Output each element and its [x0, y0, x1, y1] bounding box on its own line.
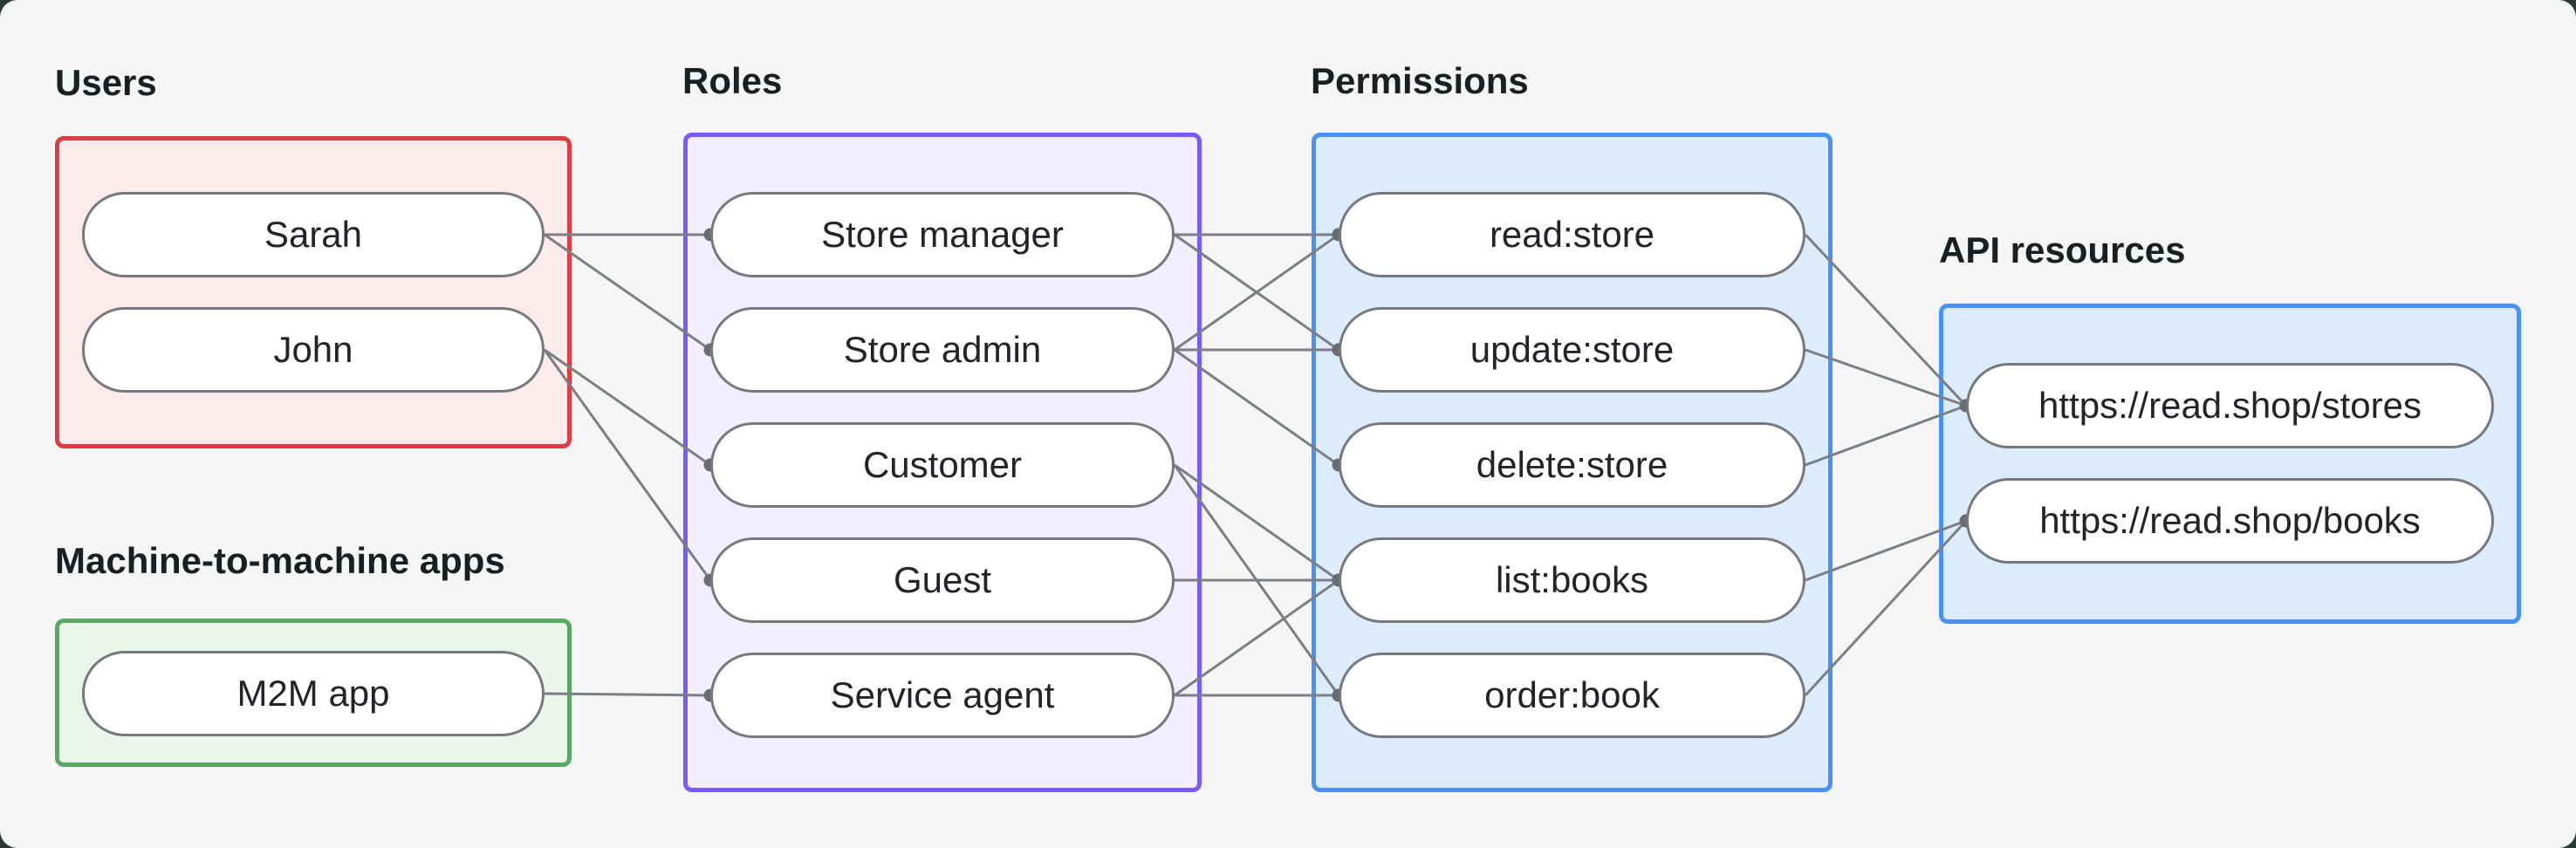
node-label: Guest: [893, 559, 992, 600]
node-pill-read-store: read:store: [1339, 192, 1805, 277]
node-pill-books-api: https://read.shop/books: [1966, 478, 2494, 564]
node-column-permissions: read:store update:store delete:store list:b…: [1312, 133, 1833, 792]
node-label: delete:store: [1476, 444, 1668, 485]
node-label: read:store: [1489, 214, 1655, 255]
node-label: order:book: [1484, 674, 1660, 715]
group-label-m2m-apps: Machine-to-machine apps: [55, 540, 505, 581]
group-box-users: [55, 136, 572, 448]
node-label: Customer: [862, 444, 1023, 485]
node-label: update:store: [1470, 329, 1675, 370]
group-label-roles: Roles: [682, 60, 783, 101]
node-label: https://read.shop/books: [2039, 500, 2421, 541]
node-pill-m2m-app: M2M app: [82, 651, 545, 736]
node-column-m2m-apps: M2M app: [55, 619, 572, 767]
node-pill-list-books: list:books: [1339, 537, 1805, 623]
node-label: Store admin: [843, 329, 1042, 370]
node-pill-store-admin: Store admin: [710, 307, 1175, 393]
node-pill-store-manager: Store manager: [710, 192, 1175, 277]
node-pill-guest: Guest: [710, 537, 1175, 623]
node-pill-customer: Customer: [710, 422, 1175, 508]
node-label: M2M app: [236, 673, 390, 714]
node-label: John: [273, 329, 353, 370]
node-column-api: https://read.shop/stores https://read.sho…: [1939, 304, 2521, 624]
node-pill-john: John: [82, 307, 545, 393]
node-pill-update-store: update:store: [1339, 307, 1805, 393]
node-pill-sarah: Sarah: [82, 192, 545, 277]
node-label: list:books: [1495, 559, 1649, 600]
node-pill-stores-api: https://read.shop/stores: [1966, 363, 2494, 448]
group-label-api-resources: API resources: [1939, 229, 2186, 270]
group-label-users: Users: [55, 62, 157, 103]
node-pill-order-book: order:book: [1339, 653, 1805, 738]
node-label: Sarah: [264, 214, 363, 255]
node-pill-delete-store: delete:store: [1339, 422, 1805, 508]
node-label: Service agent: [830, 674, 1055, 715]
node-pill-service-agent: Service agent: [710, 653, 1175, 738]
node-label: https://read.shop/stores: [2038, 385, 2422, 426]
node-label: Store manager: [821, 214, 1064, 255]
group-label-permissions: Permissions: [1311, 60, 1529, 101]
